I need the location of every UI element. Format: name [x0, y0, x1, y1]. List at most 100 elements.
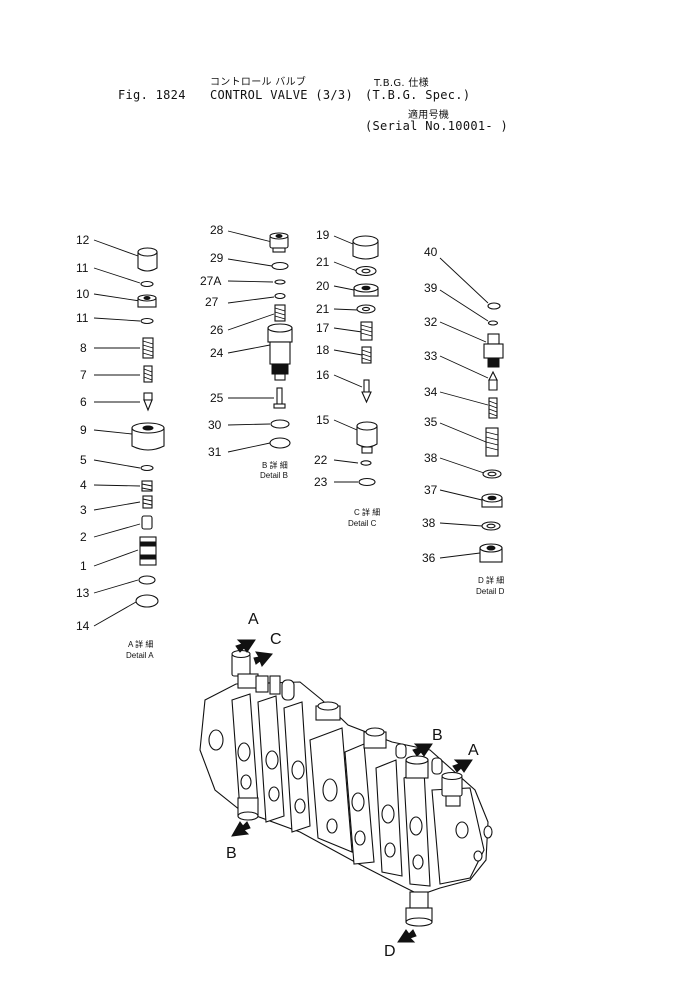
- part-13-o-ring: [138, 575, 156, 585]
- arrow-b-right: [412, 743, 433, 757]
- part-21-washer-lower: [356, 304, 376, 314]
- part-label-38: 38: [424, 451, 438, 465]
- part-label-39: 39: [424, 281, 438, 295]
- part-33-poppet: [488, 370, 498, 391]
- title-japanese: コントロール バルブ: [210, 77, 307, 88]
- detail-d-group: 40 39 32 33 34 35 38 37 38 36 D 詳 細 Deta…: [422, 245, 505, 596]
- part-34-spring: [488, 397, 498, 419]
- part-label-36: 36: [422, 551, 436, 565]
- spec-japanese: T.B.G. 仕様: [374, 78, 429, 89]
- callout-b-right: B: [432, 727, 443, 744]
- part-label-4: 4: [80, 478, 87, 492]
- detail-b-caption-jp: B 詳 細: [262, 460, 288, 470]
- figure-number: Fig. 1824: [118, 88, 186, 102]
- part-22-ring: [360, 460, 372, 466]
- detail-a-caption-jp: A 詳 細: [128, 639, 153, 649]
- detail-c-group: 19 21 20 21 17 18 16 15 22 23 C 詳 細 Deta…: [314, 228, 380, 528]
- part-label-31: 31: [208, 445, 222, 459]
- part-label-28: 28: [210, 223, 224, 237]
- detail-a-group: 12 11 10 11 8 7 6 9 5 4 3 2 1 13 14 A 詳 …: [76, 233, 165, 660]
- part-label-26: 26: [210, 323, 224, 337]
- part-23-o-ring: [358, 477, 376, 487]
- part-label-32: 32: [424, 315, 438, 329]
- part-label-8: 8: [80, 341, 87, 355]
- assembly-center-fitting: [315, 701, 341, 721]
- part-40-o-ring: [487, 302, 501, 310]
- part-label-6: 6: [80, 395, 87, 409]
- assembly-right-fitting: [363, 727, 407, 759]
- detail-d-caption-jp: D 詳 細: [478, 575, 504, 585]
- part-35-spring: [485, 427, 499, 457]
- part-label-25: 25: [210, 391, 224, 405]
- part-7-spring: [143, 365, 153, 383]
- callout-c: C: [270, 631, 282, 648]
- part-label-13: 13: [76, 586, 90, 600]
- serial-japanese: 適用号機: [408, 110, 450, 121]
- detail-b-caption: Detail B: [260, 471, 288, 480]
- part-29-o-ring: [271, 261, 289, 271]
- part-label-17: 17: [316, 321, 330, 335]
- part-20-nut: [353, 283, 379, 297]
- assembly-fitting-b-bottom: [237, 797, 259, 821]
- part-label-18: 18: [316, 343, 330, 357]
- detail-d-caption: Detail D: [476, 587, 505, 596]
- part-39-ring: [487, 320, 499, 326]
- part-17-spring: [360, 321, 373, 341]
- part-21-washer: [355, 265, 377, 277]
- part-label-7: 7: [80, 368, 87, 382]
- part-label-27: 27: [205, 295, 219, 309]
- part-label-21b: 21: [316, 302, 330, 316]
- part-label-33: 33: [424, 349, 438, 363]
- callout-a-left: A: [248, 611, 259, 628]
- part-27a-ring: [274, 279, 286, 285]
- part-18-spring: [361, 346, 372, 364]
- part-label-5: 5: [80, 453, 87, 467]
- part-label-40: 40: [424, 245, 438, 259]
- part-2-seat: [141, 515, 153, 530]
- part-11-ring: [140, 280, 154, 288]
- part-label-24: 24: [210, 346, 224, 360]
- part-31-o-ring: [269, 437, 291, 449]
- part-16-poppet: [361, 379, 372, 404]
- part-8-spring: [142, 337, 154, 359]
- assembly-fitting-c: [269, 675, 295, 701]
- part-label-27a: 27A: [200, 274, 221, 288]
- part-1-sleeve: [139, 536, 157, 566]
- assembly-relief-valve-a-left: [231, 649, 269, 693]
- part-32-fitting: [483, 333, 504, 368]
- detail-c-caption: Detail C: [348, 519, 377, 528]
- part-15-plug: [356, 421, 378, 454]
- part-label-16: 16: [316, 368, 330, 382]
- part-5-ring: [140, 464, 154, 472]
- part-label-38b: 38: [422, 516, 436, 530]
- callout-d: D: [384, 943, 396, 960]
- part-label-21: 21: [316, 255, 330, 269]
- part-label-34: 34: [424, 385, 438, 399]
- part-label-22: 22: [314, 453, 328, 467]
- spec-label: (T.B.G. Spec.): [365, 88, 471, 102]
- part-19-cap: [352, 235, 379, 260]
- part-28-plug: [269, 232, 289, 253]
- assembly-relief-valve-a-right: [441, 771, 463, 807]
- callout-b-bottom: B: [226, 845, 237, 862]
- part-label-1: 1: [80, 559, 87, 573]
- control-valve-assembly: A C A B B D: [199, 611, 493, 960]
- part-26-spring: [274, 304, 286, 322]
- assembly-fitting-d-bottom: [405, 891, 433, 927]
- arrow-a-right: [452, 759, 473, 773]
- part-label-37: 37: [424, 483, 438, 497]
- part-label-29: 29: [210, 251, 224, 265]
- part-6-poppet: [143, 392, 153, 412]
- serial-number: (Serial No.10001- ): [365, 119, 508, 133]
- detail-c-caption-jp: C 詳 細: [354, 507, 380, 517]
- part-label-10: 10: [76, 287, 90, 301]
- callout-a-right: A: [468, 742, 479, 759]
- part-38-washer-lower: [481, 521, 501, 531]
- arrow-c: [253, 651, 273, 667]
- part-38-washer: [482, 469, 502, 479]
- part-36-nut: [479, 543, 503, 563]
- part-30-o-ring: [270, 419, 290, 429]
- part-label-2: 2: [80, 530, 87, 544]
- assembly-fitting-b-right: [405, 755, 443, 779]
